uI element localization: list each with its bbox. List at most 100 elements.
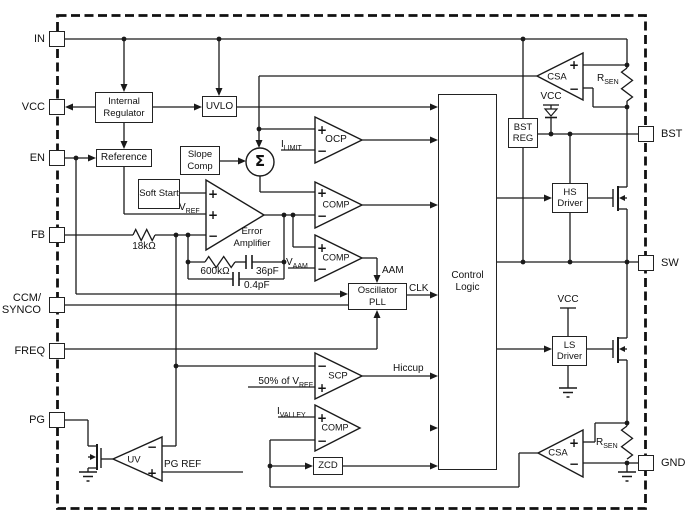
block-label: BST REG <box>512 121 534 144</box>
block-zcd: ZCD <box>313 457 343 475</box>
ls-mosfet-icon <box>612 337 627 363</box>
valley-comp-label: COMP <box>321 422 349 433</box>
vaam-label: VAAM <box>286 257 308 270</box>
minus-sign: − <box>568 82 580 96</box>
vcc-label-ls: VCC <box>557 294 579 305</box>
plus-sign: + <box>316 381 328 395</box>
pin-label-in: IN <box>34 33 45 45</box>
ground-icons <box>79 387 636 482</box>
pin-fb <box>49 227 65 243</box>
block-uvlo: UVLO <box>202 96 237 117</box>
ocp-label: OCP <box>325 134 347 145</box>
pin-label-fb: FB <box>30 229 45 241</box>
pin-label-bst: BST <box>661 128 683 140</box>
pin-en <box>49 150 65 166</box>
vref-label: VREF <box>179 202 200 215</box>
pin-label-en: EN <box>29 152 45 164</box>
pin-gnd <box>638 455 654 471</box>
block-label: UVLO <box>205 100 234 112</box>
capacitors <box>232 255 253 286</box>
aam-comp-label: COMP <box>322 252 350 263</box>
pin-freq <box>49 343 65 359</box>
pg-ref-label: PG REF <box>164 459 202 470</box>
minus-sign: − <box>316 144 328 158</box>
feedback-resistor <box>132 228 156 242</box>
pin-label-sw: SW <box>661 257 679 269</box>
ilimit-label: ILIMIT <box>281 139 302 152</box>
scp-comparator-shape <box>314 351 364 401</box>
r600k-label: 600kΩ <box>200 266 230 277</box>
plus-sign: + <box>207 187 219 201</box>
pin-label-pg: PG <box>29 414 45 426</box>
ground-icon <box>79 471 97 482</box>
pin-label-freq: FREQ <box>14 345 45 357</box>
csa-bottom-label: CSA <box>548 447 568 459</box>
block-internal-regulator: Internal Regulator <box>95 92 153 123</box>
plus-sign: + <box>316 411 328 425</box>
error-amp-shape <box>205 178 266 252</box>
block-label: ZCD <box>318 460 338 472</box>
plus-sign: + <box>568 58 580 72</box>
ivalley-label: IVALLEY <box>277 406 306 419</box>
pin-ccm-synco <box>49 297 65 313</box>
half-vref-label: 50% of VREF <box>258 376 313 389</box>
pin-sw <box>638 255 654 271</box>
hs-mosfet-icon <box>612 186 627 211</box>
block-oscillator-pll: Oscillator PLL <box>348 283 407 310</box>
block-label: Slope Comp <box>187 149 213 172</box>
pin-vcc <box>49 99 65 115</box>
plus-sign: + <box>316 186 328 200</box>
sigma-symbol: Σ <box>254 152 266 171</box>
block-label: Reference <box>100 152 148 164</box>
error-amp-label: Error Amplifier <box>233 226 271 249</box>
amplifier-shapes <box>111 51 584 483</box>
plus-sign: + <box>146 466 158 480</box>
block-control-logic: Control Logic <box>438 94 497 470</box>
minus-sign: − <box>568 457 580 471</box>
plus-sign: + <box>207 208 219 222</box>
block-soft-start: Soft Start <box>138 179 180 209</box>
bootstrap-diode-icon <box>543 108 559 119</box>
comp-resistor <box>204 255 236 269</box>
uv-label: UV <box>127 454 141 466</box>
block-label: Internal Regulator <box>103 96 145 119</box>
aam-label: AAM <box>382 265 404 276</box>
pin-label-gnd: GND <box>661 457 686 469</box>
block-hs-driver: HS Driver <box>552 183 588 213</box>
minus-sign: − <box>316 262 328 276</box>
pwm-comp-label: COMP <box>322 199 350 210</box>
csa-top-label: CSA <box>547 71 567 83</box>
clk-label: CLK <box>409 283 429 294</box>
uv-comparator-shape <box>111 435 163 483</box>
vcc-label-bst: VCC <box>540 91 562 102</box>
plus-sign: + <box>316 123 328 137</box>
c04pf-label: 0.4pF <box>244 280 270 291</box>
hiccup-label: Hiccup <box>393 363 424 374</box>
minus-sign: − <box>207 229 219 243</box>
block-label: Soft Start <box>139 188 179 200</box>
minus-sign: − <box>316 359 328 373</box>
summing-node <box>245 147 275 177</box>
r18k-label: 18kΩ <box>132 241 156 252</box>
csa-bottom-shape <box>536 428 584 479</box>
block-label: Oscillator PLL <box>357 285 398 308</box>
valley-comparator-shape <box>314 403 362 453</box>
pin-in <box>49 31 65 47</box>
plus-sign: + <box>316 241 328 255</box>
block-slope-comp: Slope Comp <box>180 146 220 175</box>
pin-bst <box>638 126 654 142</box>
pin-label-vcc: VCC <box>21 101 45 113</box>
csa-top-shape <box>535 51 584 102</box>
block-bst-reg: BST REG <box>508 118 538 148</box>
plus-sign: + <box>568 436 580 450</box>
scp-label: SCP <box>328 370 348 382</box>
pin-pg <box>49 412 65 428</box>
ground-icon <box>559 387 577 398</box>
wires <box>65 38 638 488</box>
junction-dots <box>73 36 630 469</box>
block-ls-driver: LS Driver <box>552 336 587 366</box>
minus-sign: − <box>146 440 158 454</box>
pg-mosfet-icon <box>90 444 102 470</box>
